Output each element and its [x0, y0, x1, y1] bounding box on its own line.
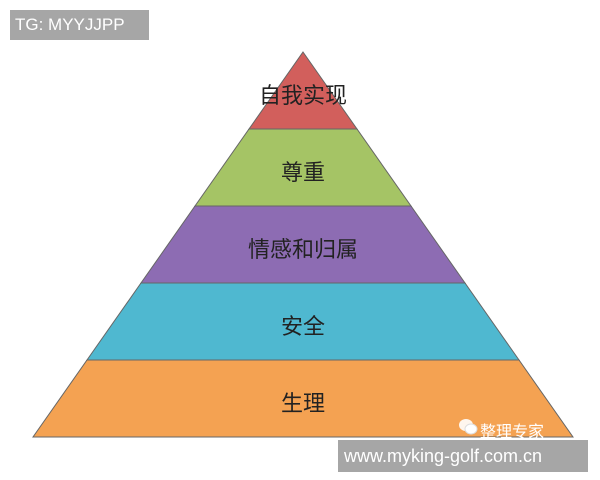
wechat-icon — [459, 419, 478, 435]
level-label-safety: 安全 — [280, 315, 325, 340]
level-label-self-actualization: 自我实现 — [258, 84, 347, 109]
level-label-physiological: 生理 — [280, 392, 325, 417]
wechat-watermark: 整理专家 — [480, 422, 545, 441]
site-watermark: www.myking-golf.com.cn — [338, 440, 588, 472]
level-physiological — [32, 359, 574, 438]
level-label-esteem: 尊重 — [280, 161, 325, 186]
level-label-love-belonging: 情感和归属 — [247, 238, 358, 263]
tg-watermark: TG: MYYJJPP — [10, 10, 149, 40]
